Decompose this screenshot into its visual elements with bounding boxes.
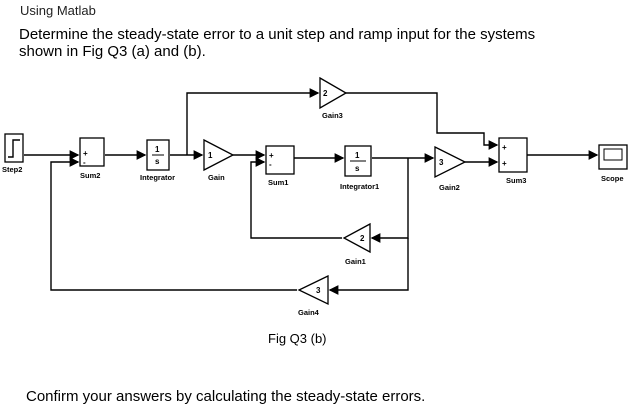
header-title: Using Matlab [20, 3, 96, 18]
gain1-block: 2 Gain1 [342, 222, 371, 266]
svg-text:+: + [502, 143, 507, 152]
question-line-2: shown in Fig Q3 (a) and (b). [19, 43, 206, 60]
question-line-1: Determine the steady-state error to a un… [19, 26, 536, 43]
svg-text:+: + [83, 149, 88, 158]
step-block: Step2 [2, 133, 24, 174]
footer-text: Confirm your answers by calculating the … [26, 388, 426, 405]
integrator1-block: 1 s Integrator1 [340, 145, 379, 191]
scope-label: Scope [601, 174, 624, 183]
signal-lines [24, 88, 599, 295]
question-text: Determine the steady-state error to a un… [19, 26, 619, 60]
integrator-label: Integrator [140, 173, 175, 182]
svg-text:+: + [502, 159, 507, 168]
gain2-value: 3 [439, 158, 444, 167]
sum1-block: + - Sum1 [265, 145, 295, 187]
gain-label: Gain [208, 173, 225, 182]
integrator1-den: s [355, 164, 360, 173]
integrator-num: 1 [155, 145, 160, 154]
sum3-label: Sum3 [506, 176, 526, 185]
gain2-block: 3 Gain2 [434, 145, 467, 192]
gain3-label: Gain3 [322, 111, 343, 120]
gain3-block: 2 Gain3 [319, 76, 348, 120]
svg-text:-: - [269, 160, 272, 169]
gain4-label: Gain4 [298, 308, 320, 317]
integrator-den: s [155, 157, 160, 166]
gain1-label: Gain1 [345, 257, 366, 266]
gain1-value: 2 [360, 234, 365, 243]
integrator-block: 1 s Integrator [140, 139, 175, 182]
gain4-value: 3 [316, 286, 321, 295]
gain-value: 1 [208, 151, 213, 160]
figure-caption: Fig Q3 (b) [268, 331, 327, 346]
integrator1-num: 1 [355, 151, 360, 160]
svg-text:+: + [269, 151, 274, 160]
step-label: Step2 [2, 165, 22, 174]
svg-text:-: - [83, 158, 86, 167]
integrator1-label: Integrator1 [340, 182, 379, 191]
sum3-block: + + Sum3 [498, 137, 528, 185]
sum2-block: + - Sum2 [79, 137, 105, 180]
sum1-label: Sum1 [268, 178, 288, 187]
scope-block: Scope [598, 144, 628, 183]
gain3-value: 2 [323, 89, 328, 98]
gain4-block: 3 Gain4 [297, 274, 329, 317]
gain2-label: Gain2 [439, 183, 460, 192]
gain-block: 1 Gain [203, 138, 235, 182]
sum2-label: Sum2 [80, 171, 100, 180]
